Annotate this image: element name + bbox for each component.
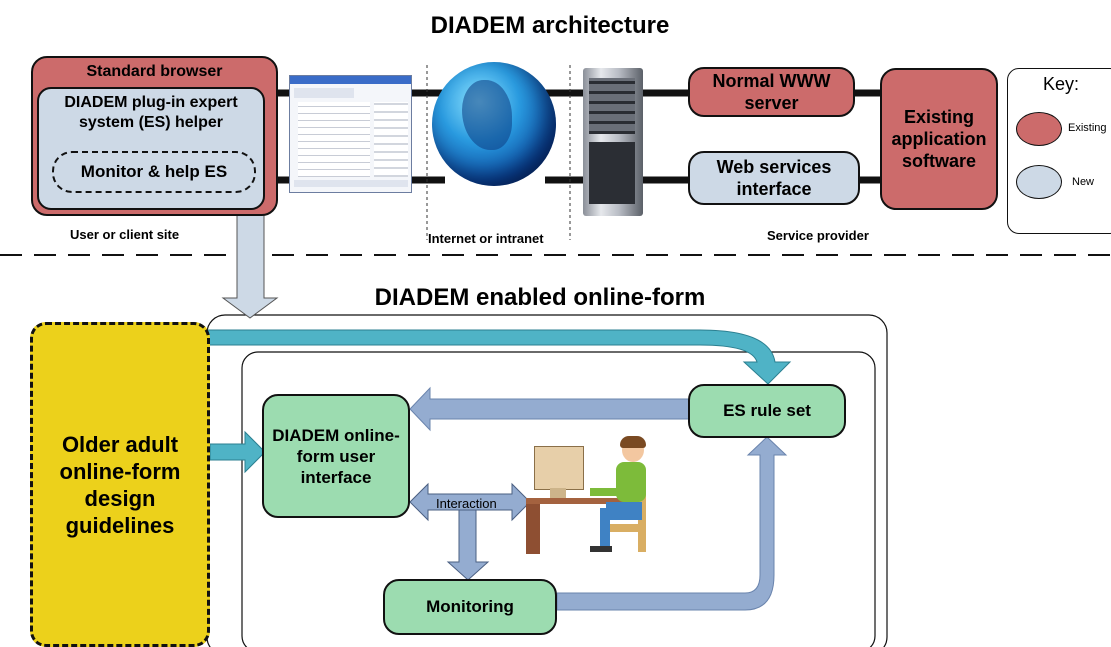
network-label: Internet or intranet <box>428 231 544 246</box>
es-rule-set-box: ES rule set <box>688 384 846 438</box>
standard-browser-label: Standard browser <box>86 63 223 80</box>
globe-icon <box>432 62 556 186</box>
service-provider-label: Service provider <box>767 228 869 243</box>
key-existing-swatch <box>1016 112 1062 146</box>
plugin-box <box>37 87 265 210</box>
online-form-title: DIADEM enabled online-form <box>374 284 706 311</box>
guidelines-box: Older adult online-form design guideline… <box>30 322 210 647</box>
key-title: Key: <box>1043 74 1080 94</box>
key-new-swatch <box>1016 165 1062 199</box>
interaction-label: Interaction <box>436 496 497 511</box>
key-legend <box>1007 68 1111 234</box>
monitor-help-box: Monitor & help ES <box>52 151 256 193</box>
online-form-ui-box: DIADEM online-form user interface <box>262 394 410 518</box>
monitoring-box: Monitoring <box>383 579 557 635</box>
key-new-label: New <box>1072 176 1095 188</box>
computer-user-icon <box>520 436 670 558</box>
existing-software-box: Existing application software <box>880 68 998 210</box>
architecture-title: DIADEM architecture <box>430 12 670 39</box>
web-services-box: Web services interface <box>688 151 860 205</box>
server-tower-icon <box>583 68 643 216</box>
plugin-label: DIADEM plug-in expert system (ES) helper <box>64 94 238 131</box>
key-existing-label: Existing <box>1068 122 1107 134</box>
form-window-icon <box>289 75 412 193</box>
client-site-label: User or client site <box>70 227 180 242</box>
www-server-box: Normal WWW server <box>688 67 855 117</box>
